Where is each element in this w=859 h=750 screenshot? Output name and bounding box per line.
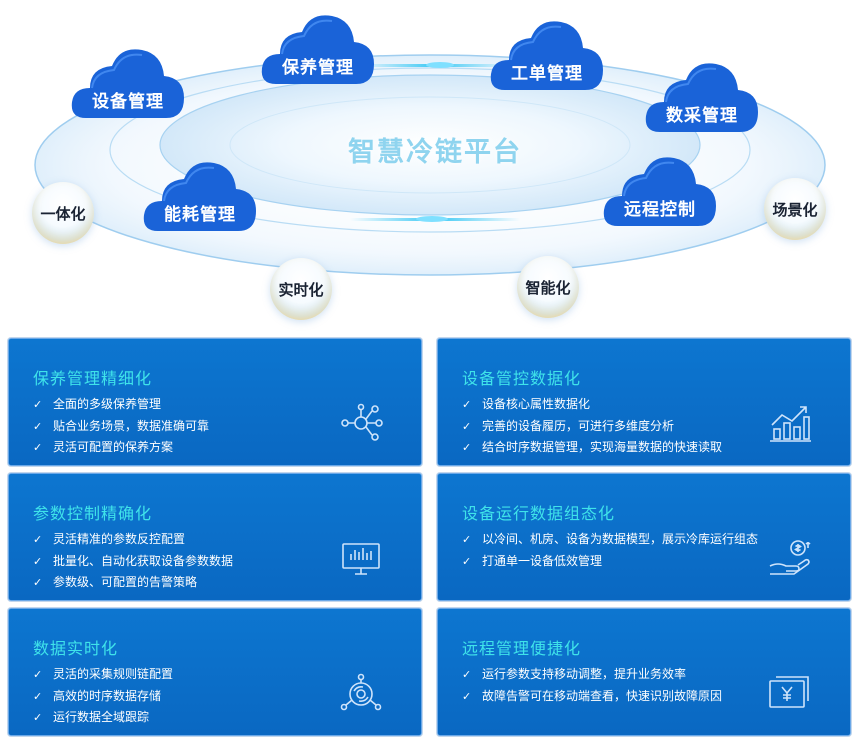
card-list: ✓以冷间、机房、设备为数据模型，展示冷库运行组态 ✓打通单一设备低效管理 <box>462 529 758 572</box>
list-item: ✓运行参数支持移动调整，提升业务效率 <box>462 664 722 686</box>
feature-card-maintenance: 保养管理精细化 ✓全面的多级保养管理 ✓贴合业务场景，数据准确可靠 ✓灵活可配置… <box>8 338 422 466</box>
cloud-energy[interactable]: 能耗管理 <box>140 155 260 235</box>
cloud-icon <box>490 21 603 90</box>
check-icon: ✓ <box>33 398 43 411</box>
feature-card-realtime-data: 数据实时化 ✓灵活的采集规则链配置 ✓高效的时序数据存储 ✓运行数据全域跟踪 <box>8 608 422 736</box>
cloud-label: 保养管理 <box>282 58 354 78</box>
feature-card-device-runtime: 设备运行数据组态化 ✓以冷间、机房、设备为数据模型，展示冷库运行组态 ✓打通单一… <box>437 473 851 601</box>
bubble-scenario: 场景化 <box>764 178 826 240</box>
feature-card-parameter-control: 参数控制精确化 ✓灵活精准的参数反控配置 ✓批量化、自动化获取设备参数数据 ✓参… <box>8 473 422 601</box>
check-icon: ✓ <box>33 689 43 703</box>
list-item: ✓灵活精准的参数反控配置 <box>33 529 233 551</box>
check-icon: ✓ <box>462 533 472 546</box>
list-item: ✓设备核心属性数据化 <box>462 394 722 416</box>
list-item: ✓参数级、可配置的告警策略 <box>33 572 233 594</box>
yuan-screen-icon <box>769 676 809 708</box>
card-title: 远程管理便捷化 <box>462 639 582 658</box>
card-list: ✓运行参数支持移动调整，提升业务效率 ✓故障告警可在移动端查看，快速识别故障原因 <box>462 664 722 707</box>
monitor-icon <box>342 543 380 575</box>
cloud-device[interactable]: 设备管理 <box>68 42 188 122</box>
bubble-label: 场景化 <box>772 200 818 219</box>
list-item: ✓灵活可配置的保养方案 <box>33 437 209 459</box>
platform-diagram: 智慧冷链平台 保养管理 工单管理 设备管理 数采管理 <box>0 0 859 335</box>
card-title: 参数控制精确化 <box>33 504 153 523</box>
cloud-label: 能耗管理 <box>164 205 236 225</box>
check-icon: ✓ <box>462 419 472 433</box>
network-nodes-icon <box>341 403 383 441</box>
growth-chart-icon <box>770 406 811 442</box>
check-icon: ✓ <box>462 668 472 681</box>
check-icon: ✓ <box>33 711 43 724</box>
cloud-label: 设备管理 <box>92 92 164 112</box>
feature-card-remote-management: 远程管理便捷化 ✓运行参数支持移动调整，提升业务效率 ✓故障告警可在移动端查看，… <box>437 608 851 736</box>
check-icon: ✓ <box>462 441 472 454</box>
card-title: 设备管控数据化 <box>462 369 582 388</box>
check-icon: ✓ <box>33 576 43 589</box>
cloud-maintenance[interactable]: 保养管理 <box>258 8 378 88</box>
cloud-icon <box>71 49 184 118</box>
check-icon: ✓ <box>33 419 43 433</box>
list-item: ✓灵活的采集规则链配置 <box>33 664 173 686</box>
cloud-label: 工单管理 <box>511 64 583 84</box>
card-title: 数据实时化 <box>33 639 119 658</box>
list-item: ✓贴合业务场景，数据准确可靠 <box>33 416 209 438</box>
platform-title: 智慧冷链平台 <box>348 137 522 168</box>
cloud-label: 远程控制 <box>624 200 696 220</box>
card-list: ✓灵活的采集规则链配置 ✓高效的时序数据存储 ✓运行数据全域跟踪 <box>33 664 173 729</box>
bubble-label: 智能化 <box>525 278 571 297</box>
bubble-label: 实时化 <box>278 280 324 299</box>
check-icon: ✓ <box>462 689 472 703</box>
list-item: ✓以冷间、机房、设备为数据模型，展示冷库运行组态 <box>462 529 758 551</box>
card-list: ✓灵活精准的参数反控配置 ✓批量化、自动化获取设备参数数据 ✓参数级、可配置的告… <box>33 529 233 594</box>
cloud-data-collection[interactable]: 数采管理 <box>642 56 762 136</box>
card-list: ✓设备核心属性数据化 ✓完善的设备履历，可进行多维度分析 ✓结合时序数据管理，实… <box>462 394 722 459</box>
feature-card-device-control: 设备管控数据化 ✓设备核心属性数据化 ✓完善的设备履历，可进行多维度分析 ✓结合… <box>437 338 851 466</box>
sync-hub-icon <box>340 673 382 711</box>
check-icon: ✓ <box>33 441 43 454</box>
check-icon: ✓ <box>33 533 43 546</box>
hand-money-icon <box>769 540 811 575</box>
bubble-intelligent: 智能化 <box>517 256 579 318</box>
list-item: ✓运行数据全域跟踪 <box>33 707 173 729</box>
card-title: 设备运行数据组态化 <box>462 504 616 523</box>
check-icon: ✓ <box>33 554 43 568</box>
cloud-icon <box>261 15 374 84</box>
list-item: ✓高效的时序数据存储 <box>33 686 173 708</box>
check-icon: ✓ <box>462 554 472 568</box>
cloud-icon <box>143 162 256 231</box>
cloud-icon <box>603 157 716 226</box>
card-title: 保养管理精细化 <box>33 369 153 388</box>
list-item: ✓全面的多级保养管理 <box>33 394 209 416</box>
cloud-icon <box>645 63 758 132</box>
list-item: ✓批量化、自动化获取设备参数数据 <box>33 551 233 573</box>
check-icon: ✓ <box>33 668 43 681</box>
cloud-work-order[interactable]: 工单管理 <box>487 14 607 94</box>
list-item: ✓故障告警可在移动端查看，快速识别故障原因 <box>462 686 722 708</box>
bubble-realtime: 实时化 <box>270 258 332 320</box>
check-icon: ✓ <box>462 398 472 411</box>
list-item: ✓结合时序数据管理，实现海量数据的快速读取 <box>462 437 722 459</box>
list-item: ✓打通单一设备低效管理 <box>462 551 758 573</box>
bubble-label: 一体化 <box>40 204 86 223</box>
cloud-remote[interactable]: 远程控制 <box>600 150 720 230</box>
cloud-label: 数采管理 <box>666 106 738 126</box>
card-list: ✓全面的多级保养管理 ✓贴合业务场景，数据准确可靠 ✓灵活可配置的保养方案 <box>33 394 209 459</box>
bubble-integration: 一体化 <box>32 182 94 244</box>
list-item: ✓完善的设备履历，可进行多维度分析 <box>462 416 722 438</box>
